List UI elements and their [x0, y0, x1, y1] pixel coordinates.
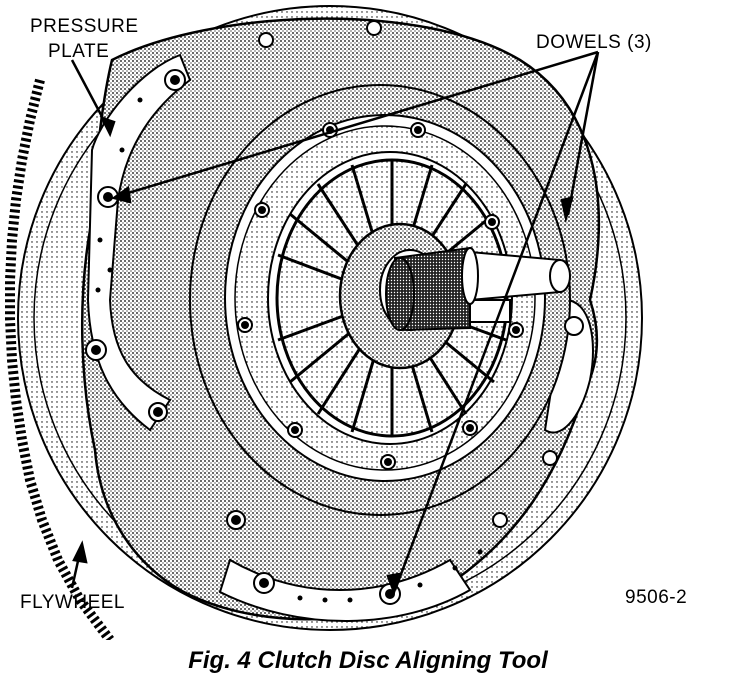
- aligning-tool: [385, 246, 571, 332]
- flywheel-label: FLYWHEEL: [20, 592, 126, 613]
- figure-number: 9506-2: [625, 587, 688, 608]
- cover-bolts: [237, 122, 524, 470]
- figure-caption: Fig. 4 Clutch Disc Aligning Tool: [188, 647, 548, 674]
- leader-lines: [70, 50, 600, 596]
- pressure-plate-label: PRESSURE: [30, 16, 139, 37]
- pressure-plate-label-line2: PLATE: [48, 41, 110, 62]
- flange-holes: [85, 20, 584, 605]
- flange-rivets: [95, 97, 483, 603]
- dowels-label: DOWELS (3): [536, 32, 652, 53]
